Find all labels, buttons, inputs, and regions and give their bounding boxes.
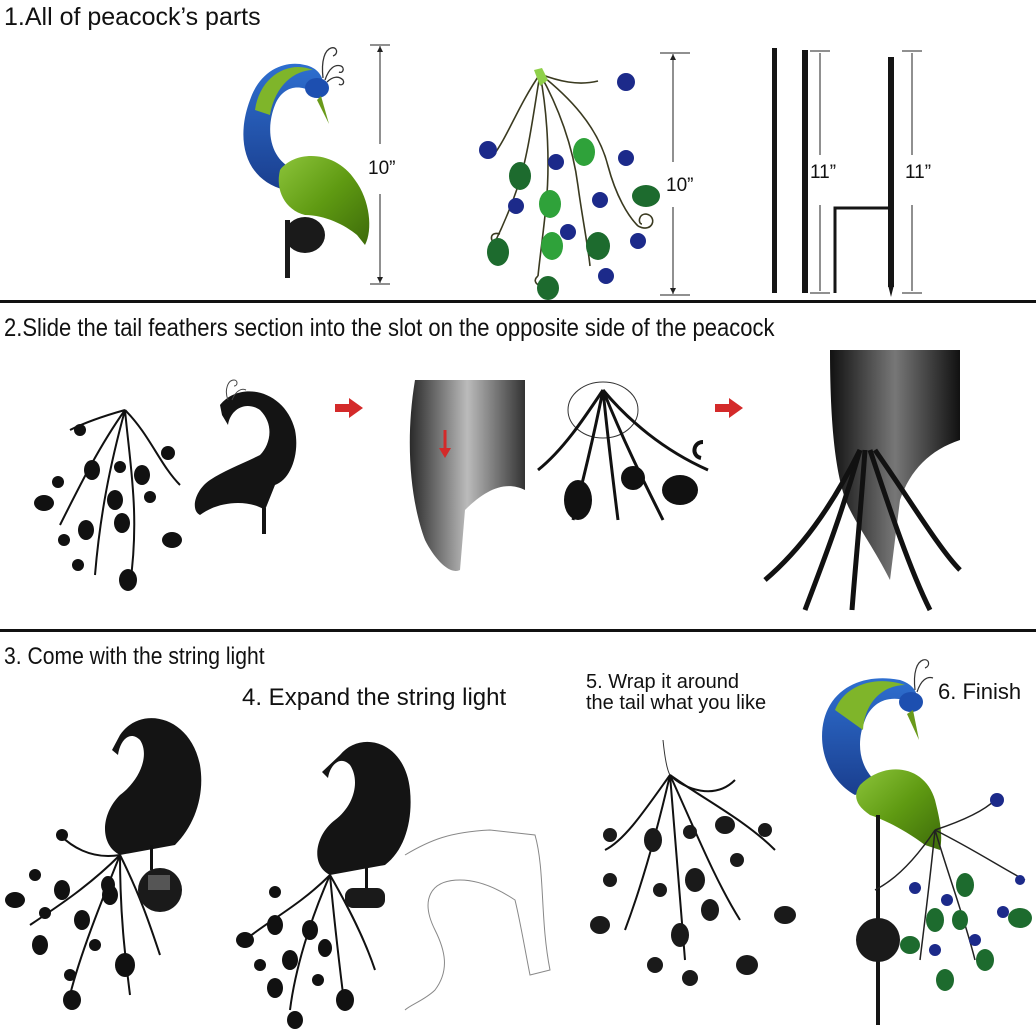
stakes-image (772, 48, 922, 297)
tail-feathers-image (479, 68, 660, 300)
dimension-line-body (370, 44, 390, 285)
body-dimension-label: 10” (368, 158, 396, 179)
section-divider-2 (0, 629, 1036, 632)
black-tail-feathers-image (34, 409, 182, 591)
step-6-label: 6. Finish (938, 679, 1022, 704)
tail-wrapped-string-light-image (590, 739, 796, 986)
step-4-label: 4. Expand the string light (242, 684, 507, 711)
peacock-expanded-string-light-image (236, 741, 551, 1029)
peacock-with-string-light-image (5, 718, 202, 1010)
section-divider-1 (0, 300, 1036, 303)
arrow-right-icon (715, 398, 743, 418)
stake-dimension-label-2: 11” (905, 162, 932, 183)
peacock-body-image (243, 47, 370, 278)
arrow-right-icon (335, 398, 363, 418)
dimension-line-tail (660, 52, 690, 296)
slot-closeup-image (409, 380, 525, 571)
tail-dimension-label: 10” (666, 175, 694, 196)
assembled-closeup-image (763, 350, 962, 612)
section-1-title: 1.All of peacock’s parts (4, 3, 261, 31)
finished-peacock-image (822, 659, 1032, 1025)
section-3-title: 3. Come with the string light (4, 643, 265, 670)
black-peacock-body-image (194, 379, 297, 534)
stake-dimension-label-1: 11” (810, 162, 837, 183)
step-5-label-line1: 5. Wrap it around (586, 671, 740, 693)
tail-hub-closeup-image (537, 381, 709, 521)
section-2-title: 2.Slide the tail feathers section into t… (4, 314, 775, 342)
step-5-label-line2: the tail what you like (586, 692, 767, 714)
